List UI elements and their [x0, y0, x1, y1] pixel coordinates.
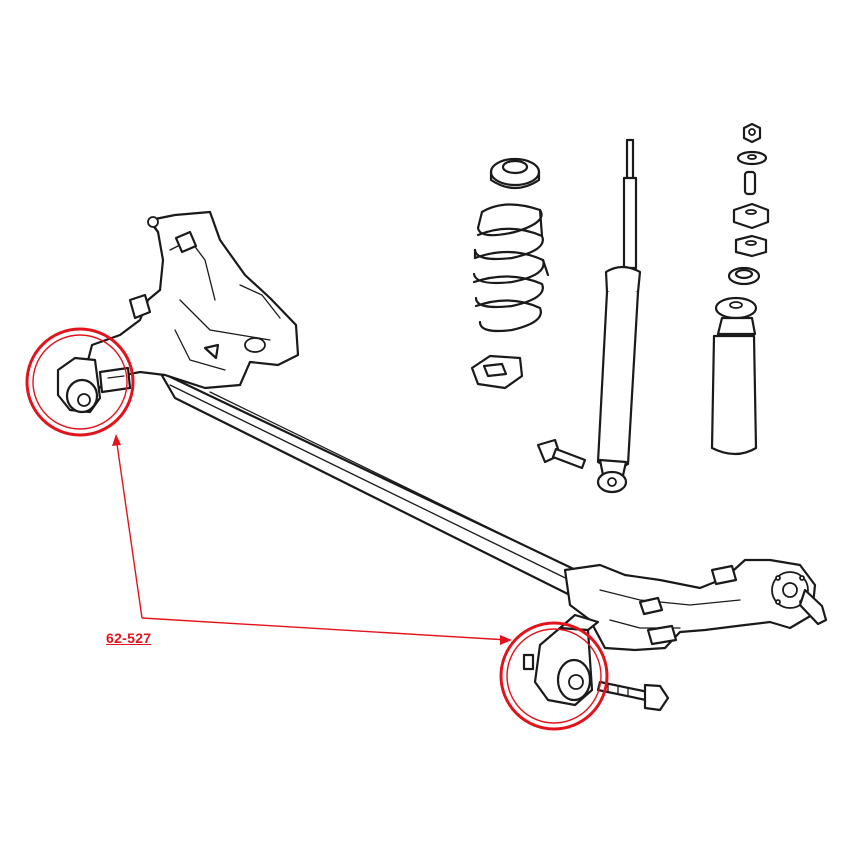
bushing-bolt [596, 680, 670, 712]
right-trailing-arm [563, 558, 828, 652]
callout-ring-left-inner [32, 334, 128, 430]
top-nut [742, 122, 762, 144]
upper-bushing [732, 202, 770, 230]
washer-lower [727, 266, 761, 286]
lower-spring-seat [470, 354, 524, 390]
callout-ring-left-outer [25, 327, 135, 437]
callout-ring-right-outer [499, 621, 609, 731]
upper-spring-seat [489, 157, 541, 190]
right-bushing [522, 613, 600, 707]
washer-upper [736, 150, 768, 166]
left-trailing-arm [83, 210, 300, 394]
torsion-beam [158, 370, 602, 612]
leader-to-right [141, 617, 509, 641]
callout-leader-lines [112, 434, 512, 645]
lower-bushing-mount [734, 234, 768, 258]
part-number-label: 62-527 [106, 630, 152, 646]
arrowhead-left [112, 434, 121, 446]
callout-circle-right [499, 621, 609, 731]
spacer-sleeve [743, 170, 757, 196]
coil-spring [472, 203, 550, 333]
left-bushing [56, 356, 132, 414]
arrowhead-right [500, 635, 512, 645]
bump-stop-dust-boot [710, 296, 758, 456]
callout-ring-right-inner [506, 628, 602, 724]
leader-to-left [115, 436, 143, 619]
callout-circle-left [25, 327, 135, 437]
shock-absorber [596, 138, 642, 494]
shock-bolt [536, 438, 587, 470]
